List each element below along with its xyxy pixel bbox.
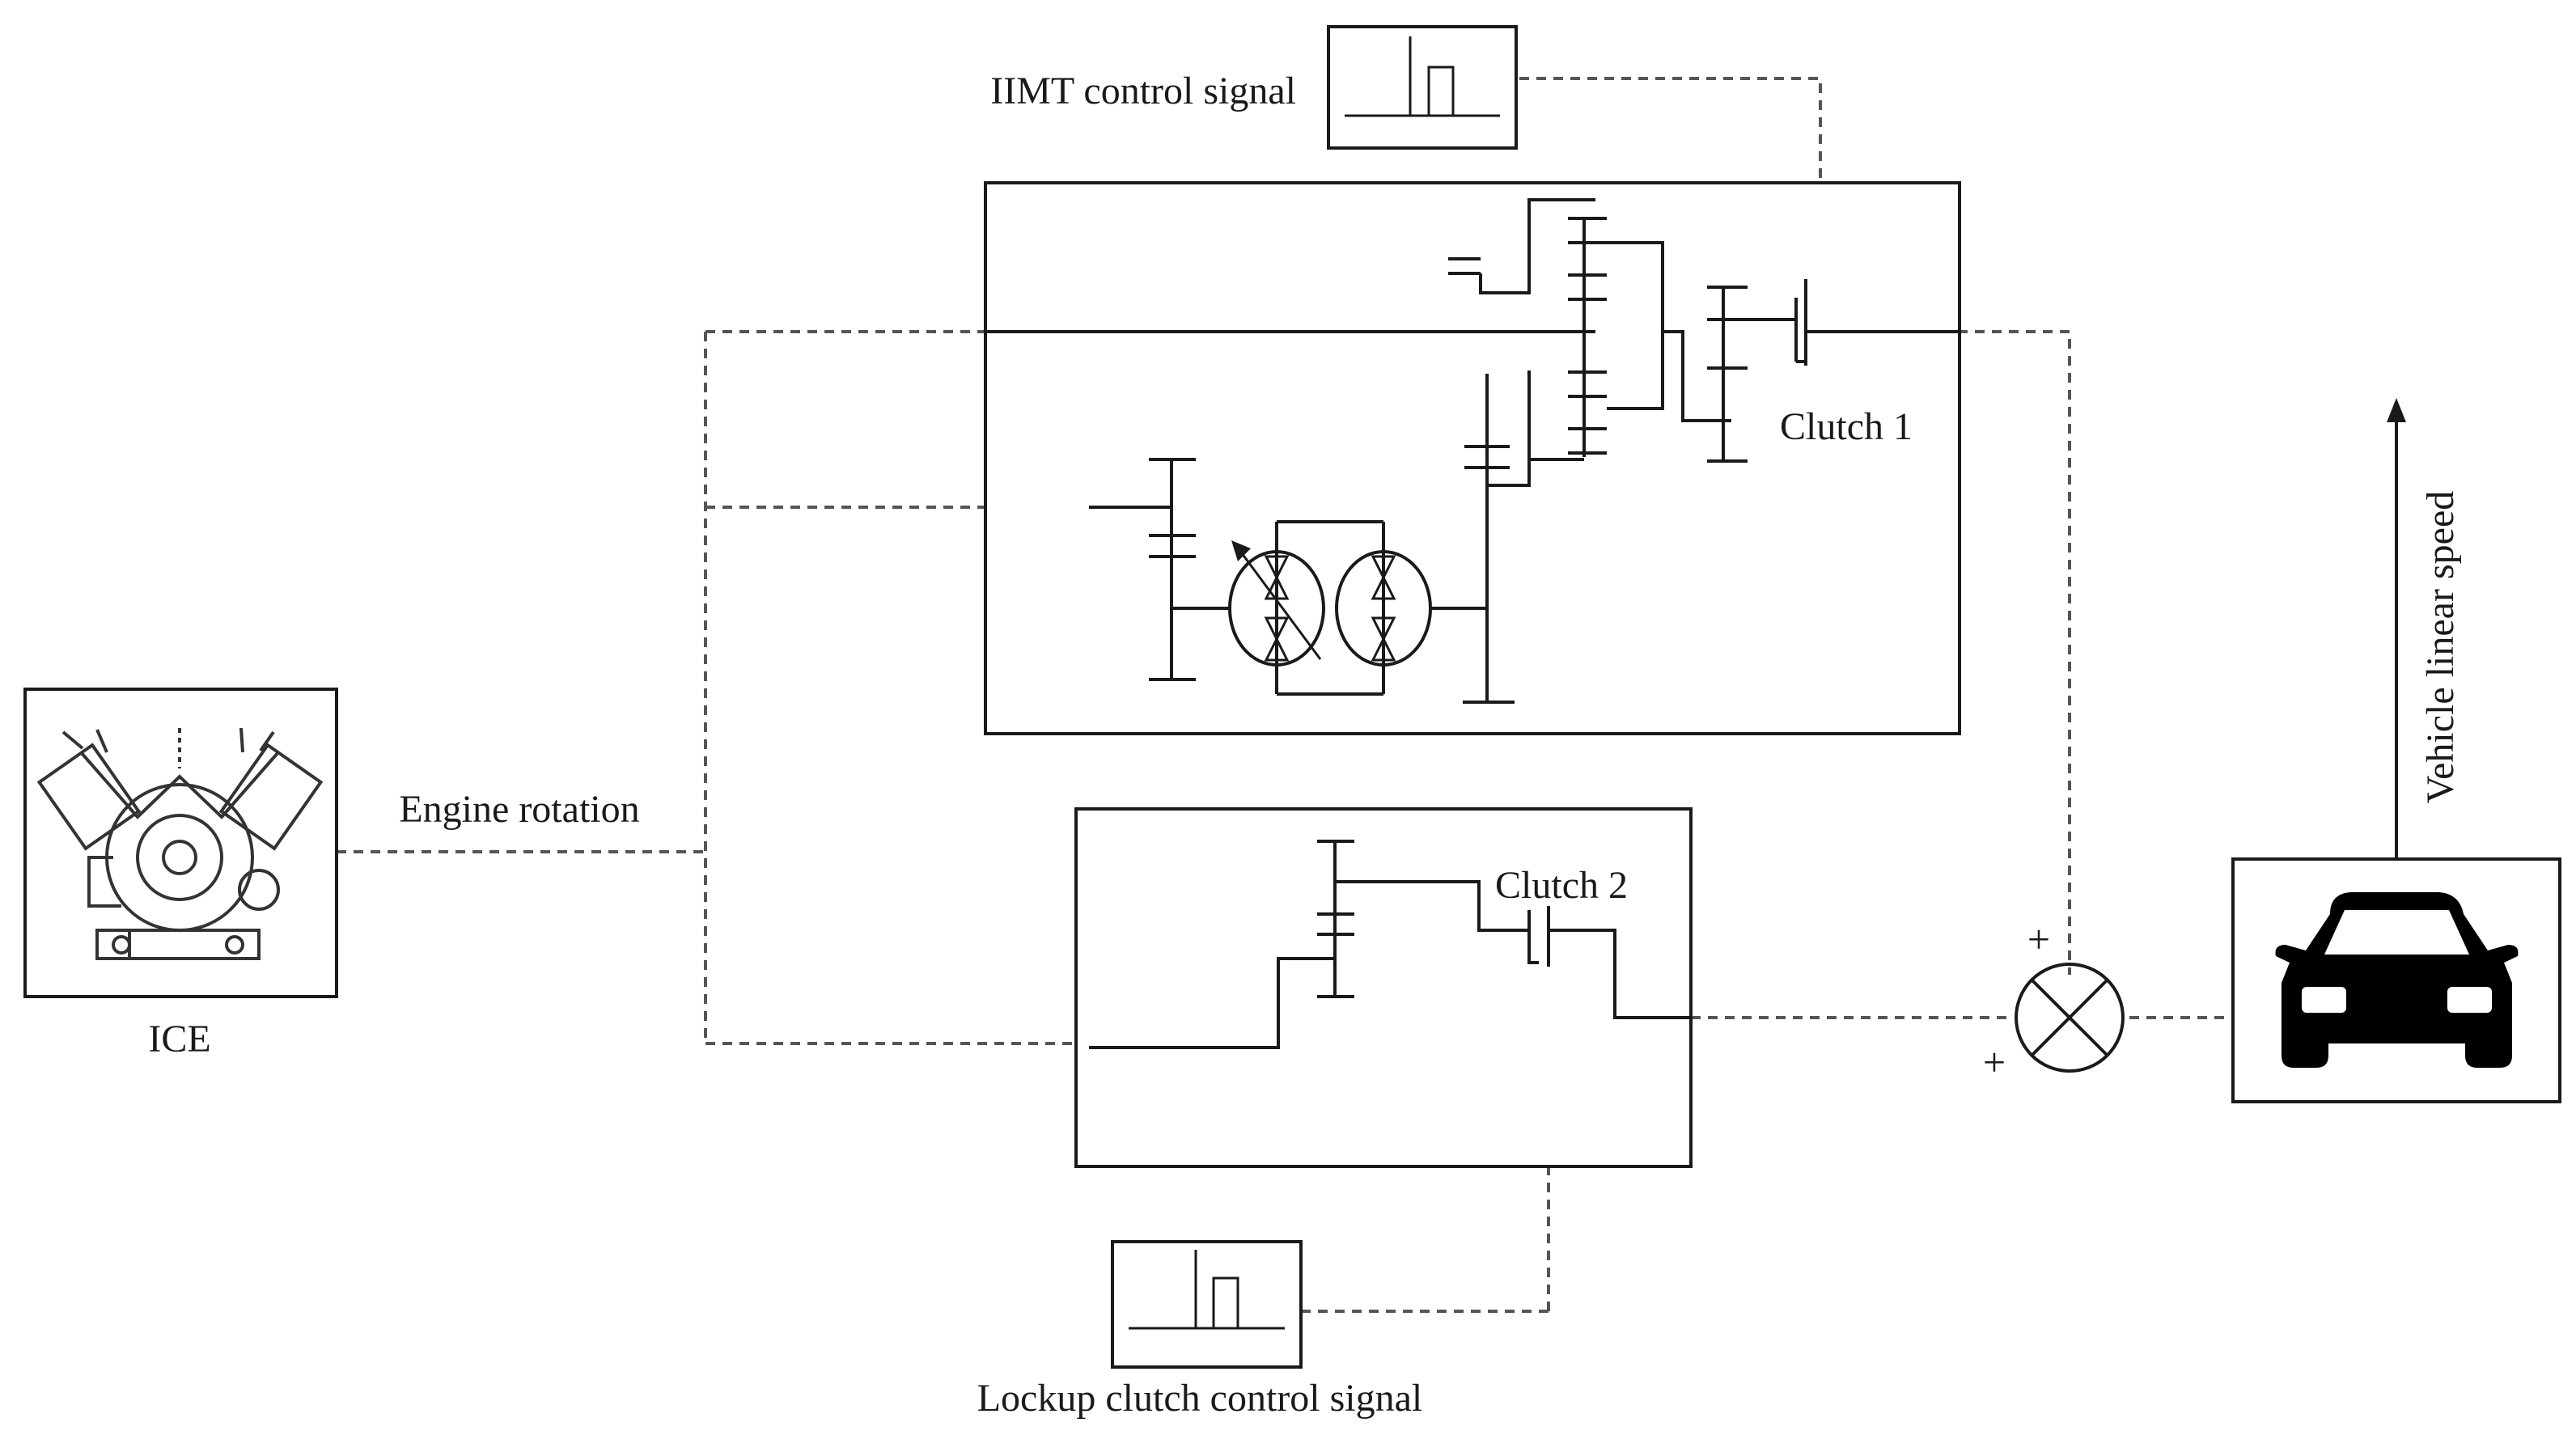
engine-icon — [36, 727, 324, 960]
iimt-signal-box — [1327, 25, 1518, 150]
iimt-transmission-box — [984, 181, 1961, 735]
ice-label: ICE — [148, 1018, 210, 1060]
iimt-control-signal-label: IIMT control signal — [990, 70, 1296, 112]
iimt-gear-train — [985, 198, 1958, 704]
vehicle-linear-speed-label: Vehicle linear speed — [2419, 491, 2462, 803]
clutch2-label: Clutch 2 — [1495, 864, 1628, 907]
lockup-box — [1074, 807, 1693, 1168]
vehicle-speed-arrow — [2387, 398, 2406, 857]
pulse-signal-icon — [1129, 1250, 1285, 1330]
summing-junction-icon — [2015, 963, 2125, 1073]
lockup-clutch-control-signal-label: Lockup clutch control signal — [977, 1377, 1423, 1420]
lockup-gear-train — [1089, 840, 1691, 1049]
pulse-signal-icon — [1345, 36, 1500, 117]
engine-rotation-label: Engine rotation — [399, 788, 639, 831]
clutch1-label: Clutch 1 — [1780, 405, 1913, 448]
lockup-signal-box — [1111, 1240, 1303, 1369]
sum-plus-top: + — [2027, 916, 2050, 962]
sum-plus-left: + — [1983, 1039, 2006, 1085]
car-icon — [2275, 892, 2519, 1068]
